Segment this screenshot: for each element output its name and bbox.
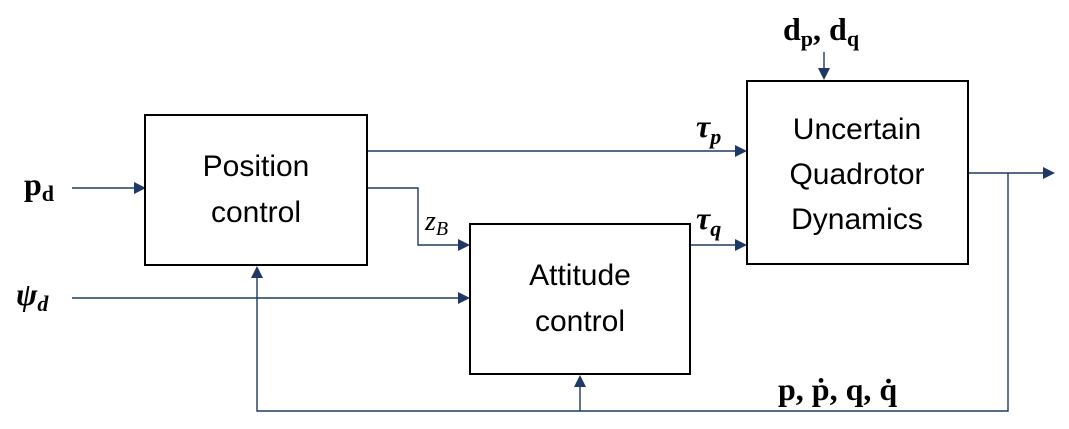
arrowhead-feedback-attitude — [574, 375, 586, 387]
arrowhead-tau-q — [735, 239, 747, 251]
position-control-block: Position control — [144, 114, 368, 266]
signal-psi-d: ψd — [16, 276, 49, 316]
signal-tau-q: τq — [696, 200, 721, 241]
attitude-control-label-line1: Attitude — [529, 259, 631, 292]
signal-disturbance: dp, dq — [783, 11, 860, 51]
dynamics-box — [746, 80, 969, 265]
wires — [72, 52, 1055, 412]
arrowhead-disturbance — [818, 68, 830, 80]
signal-p-d: pd — [24, 166, 54, 206]
arrowhead-output — [1043, 167, 1055, 179]
arrowhead-tau-p — [735, 145, 747, 157]
signal-tau-p: τp — [696, 108, 721, 149]
arrowhead-pd — [134, 182, 146, 194]
wire-feedback — [256, 173, 1009, 412]
position-control-label-line1: Position — [203, 150, 310, 183]
attitude-control-box — [469, 223, 691, 375]
position-control-box — [144, 114, 368, 266]
wire-position-to-attitude — [368, 187, 461, 246]
attitude-control-block: Attitude control — [469, 223, 691, 375]
dynamics-label-line3: Dynamics — [791, 203, 923, 236]
dynamics-label-line1: Uncertain — [793, 113, 921, 146]
signal-z-b: zB — [424, 206, 448, 240]
position-control-label-line2: control — [211, 196, 301, 229]
arrowhead-zb — [458, 239, 470, 251]
signal-feedback: p, ṗ, q, q̇ — [778, 371, 897, 407]
attitude-control-label-line2: control — [535, 305, 625, 338]
arrowhead-psid — [458, 292, 470, 304]
dynamics-label-line2: Quadrotor — [789, 158, 924, 191]
dynamics-block: Uncertain Quadrotor Dynamics — [746, 80, 969, 265]
arrowhead-feedback-position — [251, 266, 263, 278]
